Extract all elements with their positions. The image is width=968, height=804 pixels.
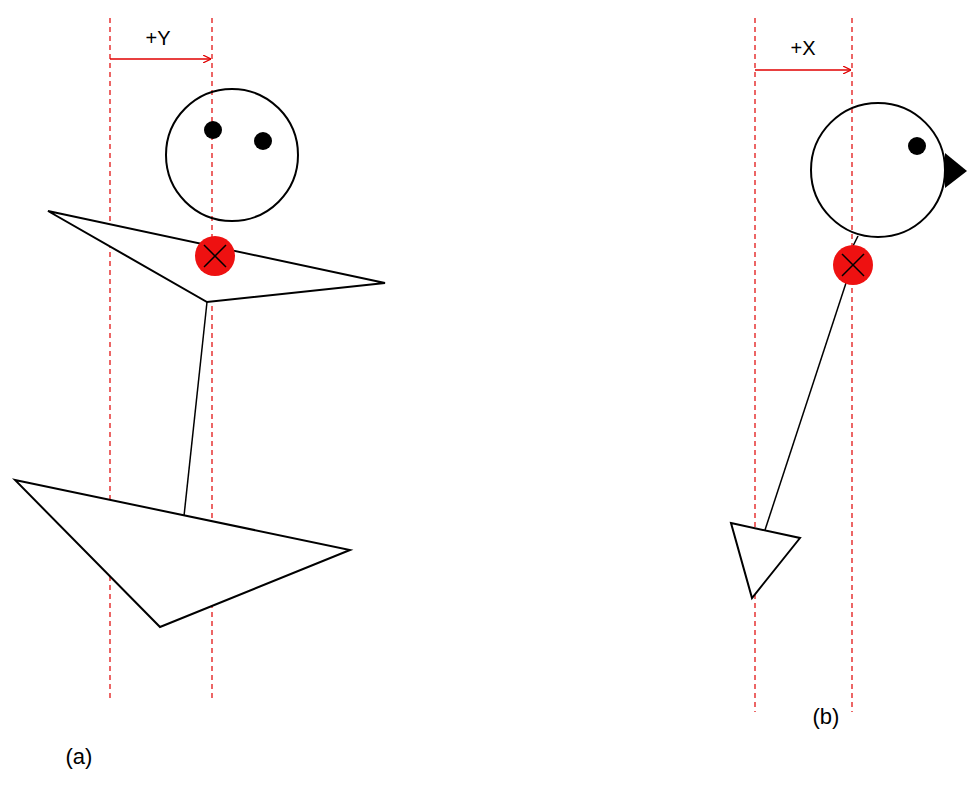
reference-line bbox=[754, 18, 755, 712]
reference-line bbox=[109, 18, 110, 700]
axis-label: +Y bbox=[145, 27, 170, 49]
neck-line bbox=[853, 236, 858, 246]
center-of-mass bbox=[833, 245, 873, 285]
eye bbox=[204, 121, 222, 139]
eye bbox=[908, 137, 926, 155]
beak bbox=[945, 153, 967, 188]
body-line bbox=[184, 302, 207, 516]
head bbox=[811, 103, 945, 237]
reference-line bbox=[851, 18, 852, 712]
offset-arrow bbox=[110, 58, 211, 60]
head bbox=[166, 89, 298, 221]
base-triangle bbox=[15, 480, 350, 627]
panel-label: (b) bbox=[813, 705, 840, 729]
eye bbox=[254, 132, 272, 150]
offset-arrow bbox=[755, 69, 851, 71]
axis-label: +X bbox=[790, 37, 815, 59]
shoulder-triangle bbox=[48, 211, 385, 302]
center-of-mass bbox=[195, 236, 235, 276]
figure-b bbox=[731, 18, 967, 712]
panel-label: (a) bbox=[66, 745, 93, 769]
figure-a bbox=[15, 18, 385, 700]
base-triangle bbox=[731, 523, 800, 598]
body-line bbox=[765, 283, 846, 530]
